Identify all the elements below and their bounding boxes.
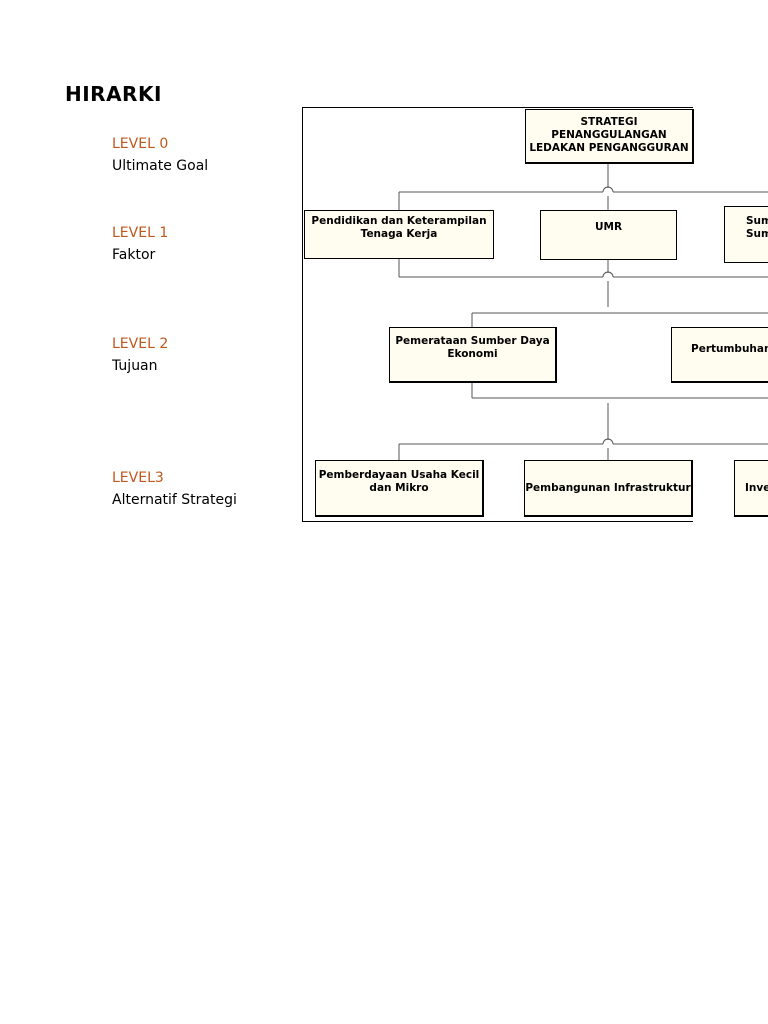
- level-description: Tujuan: [112, 358, 158, 374]
- level-number: LEVEL 0: [112, 136, 169, 152]
- factor-node: UMR: [540, 210, 677, 260]
- goal-node-label: STRATEGI PENANGGULANGAN LEDAKAN PENGANGG…: [529, 116, 689, 154]
- level-description: Alternatif Strategi: [112, 492, 237, 508]
- level-number: LEVEL 2: [112, 336, 169, 352]
- goal-node: STRATEGI PENANGGULANGAN LEDAKAN PENGANGG…: [525, 109, 694, 164]
- objective-node: Pertumbuhan: [671, 327, 768, 383]
- level-1-label: LEVEL 1 Faktor: [112, 222, 168, 266]
- alternative-node-label: Pembangunan Infrastruktur: [525, 482, 691, 494]
- alternative-node: Pembangunan Infrastruktur: [524, 460, 693, 517]
- factor-node: Pendidikan dan Keterampilan Tenaga Kerja: [304, 210, 494, 259]
- diagram-frame: [302, 107, 693, 522]
- alternative-node: Inve: [734, 460, 768, 517]
- objective-node-label: Pemerataan Sumber Daya Ekonomi: [395, 335, 550, 360]
- level-3-label: LEVEL3 Alternatif Strategi: [112, 467, 237, 511]
- factor-node-label: UMR: [594, 221, 623, 233]
- factor-node: Sum Sum: [724, 206, 768, 263]
- objective-node: Pemerataan Sumber Daya Ekonomi: [389, 327, 557, 383]
- level-0-label: LEVEL 0 Ultimate Goal: [112, 133, 208, 177]
- alternative-node-label: Pemberdayaan Usaha Kecil dan Mikro: [318, 469, 480, 494]
- alternative-node-label: Inve: [745, 482, 768, 494]
- alternative-node: Pemberdayaan Usaha Kecil dan Mikro: [315, 460, 484, 517]
- level-number: LEVEL 1: [112, 225, 169, 241]
- factor-node-label: Sum Sum: [746, 215, 768, 240]
- level-number: LEVEL3: [112, 470, 164, 486]
- level-description: Faktor: [112, 247, 156, 263]
- level-description: Ultimate Goal: [112, 158, 209, 174]
- factor-node-label: Pendidikan dan Keterampilan Tenaga Kerja: [311, 215, 487, 240]
- page-title: HIRARKI: [65, 82, 162, 106]
- objective-node-label: Pertumbuhan: [691, 343, 768, 355]
- level-2-label: LEVEL 2 Tujuan: [112, 333, 168, 377]
